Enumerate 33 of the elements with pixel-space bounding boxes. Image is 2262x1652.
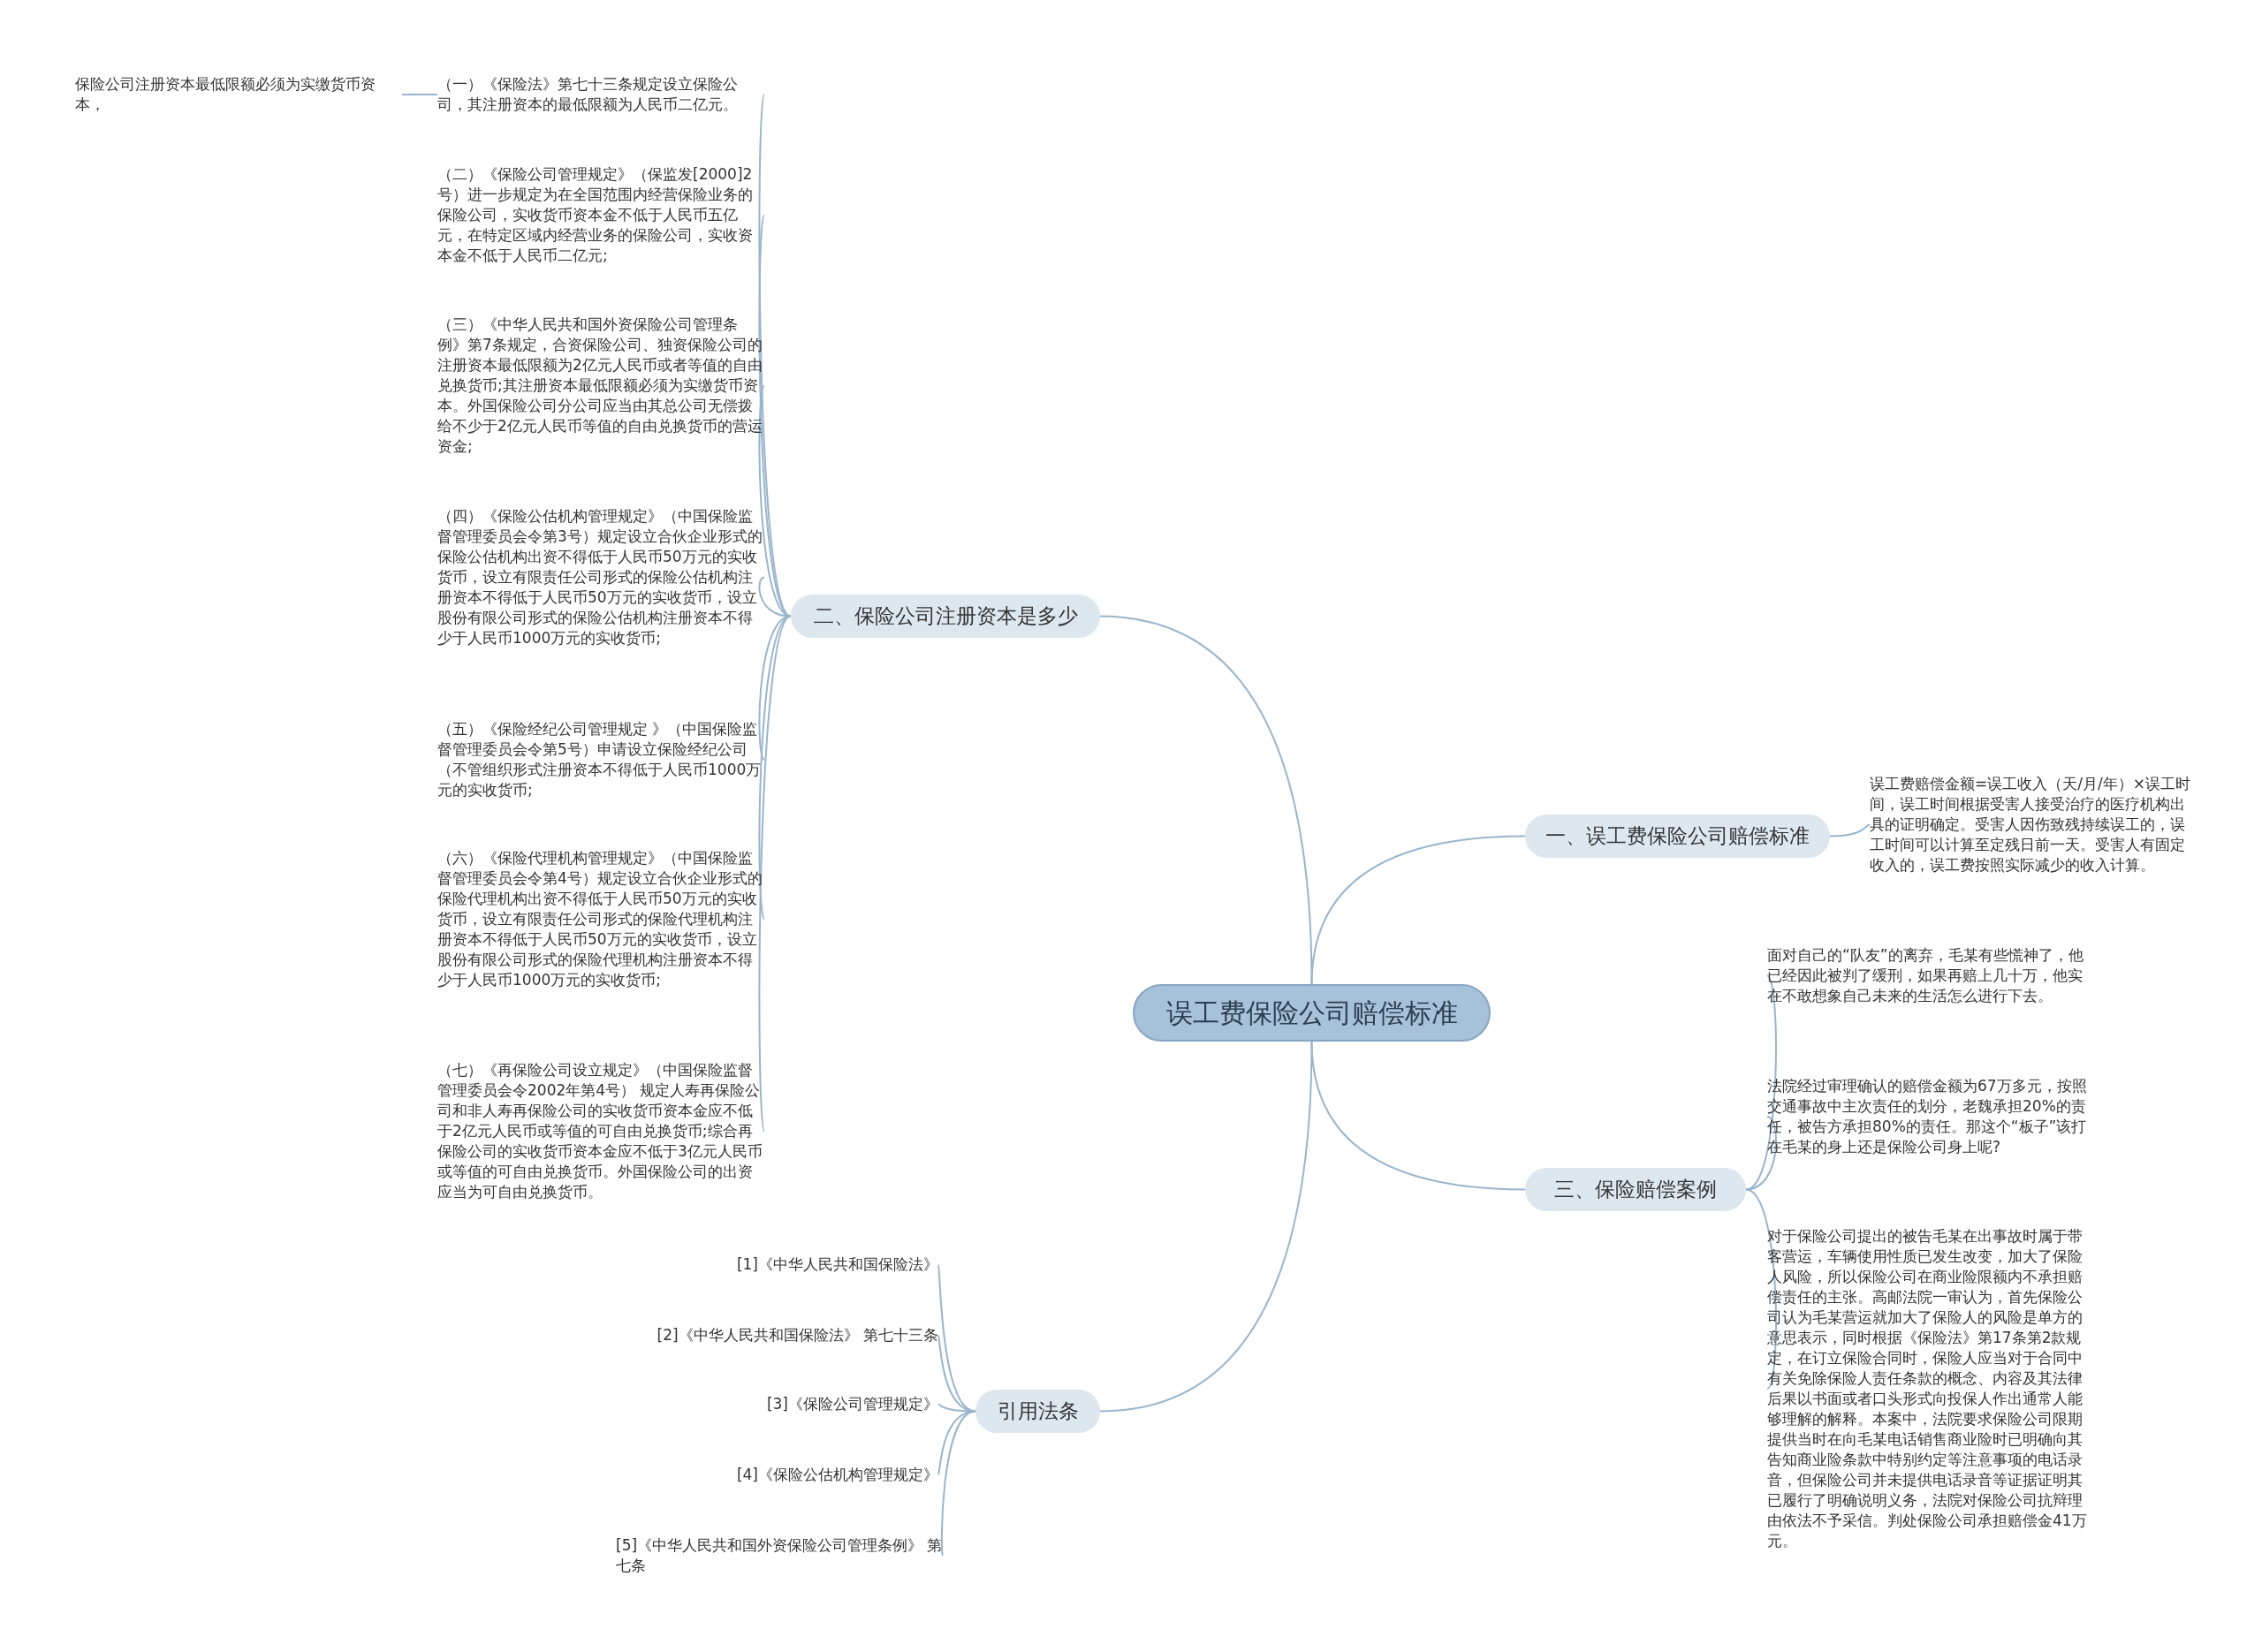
note-text: （七）《再保险公司设立规定》（中国保险监督管理委员会令2002年第4号） 规定人寿再保险公司和非人寿再保险公司的实收货币资本金应不低于2亿元人民币或等值的可自由兑换货币;综合再保险公司的实收货币资本金应不低于3亿元人民币或等值的可自由兑换货币。外国保险公司的出资应当为可自由兑换货币。 bbox=[437, 1060, 764, 1202]
note-text: （五）《保险经纪公司管理规定 》（中国保险监督管理委员会令第5号）申请设立保险经纪公司（不管组织形式注册资本不得低于人民币1000万元的实收货币; bbox=[437, 719, 764, 800]
note-text: [5]《中华人民共和国外资保险公司管理条例》 第七条 bbox=[616, 1535, 943, 1576]
note-text: 误工费赔偿金额=误工收入（天/月/年）×误工时间，误工时间根据受害人接受治疗的医疗机构出具的证明确定。受害人因伤致残持续误工的，误工时间可以计算至定残日前一天。受害人有固定收入的，误工费按照实际减少的收入计算。 bbox=[1870, 774, 2197, 875]
connector-line bbox=[1745, 1116, 1777, 1191]
branch-topic: 三、保险赔偿案例 bbox=[1525, 1168, 1746, 1211]
note-text: （二）《保险公司管理规定》（保监发[2000]2号）进一步规定为在全国范围内经营保险业务的保险公司，实收货币资本金不低于人民币五亿元，在特定区域内经营业务的保险公司，实收资本金不低于人民币二亿元; bbox=[437, 164, 764, 266]
connector-line bbox=[937, 1403, 976, 1413]
connector-line bbox=[1310, 1041, 1526, 1191]
note-text: 保险公司注册资本最低限额必须为实缴货币资本， bbox=[75, 74, 402, 115]
branch-topic: 引用法条 bbox=[975, 1390, 1100, 1433]
connector-line bbox=[1099, 615, 1313, 985]
connector-line bbox=[1829, 823, 1871, 837]
reference-text: [4]《保险公估机构管理规定》 bbox=[736, 1465, 938, 1485]
branch-topic: 一、误工费保险公司赔偿标准 bbox=[1525, 815, 1830, 858]
connector-line bbox=[401, 94, 438, 95]
note-text: （六）《保险代理机构管理规定》（中国保险监督管理委员会令第4号）规定设立合伙企业形式的保险代理机构出资不得低于人民币50万元的实收货币，设立有限责任公司形式的保险代理机构注册资本不得低于人民币50万元的实收货币，设立股份有限公司形式的保险代理机构注册资本不得少于人民币1000万元的实收货币; bbox=[437, 848, 764, 990]
connector-line bbox=[1310, 835, 1526, 985]
reference-text: [2]《中华人民共和国保险法》 第七十三条 bbox=[657, 1325, 938, 1345]
connector-line bbox=[758, 615, 792, 1133]
note-text: （一）《保险法》第七十三条规定设立保险公司，其注册资本的最低限额为人民币二亿元。 bbox=[437, 74, 764, 115]
reference-text: [1]《中华人民共和国保险法》 bbox=[736, 1254, 938, 1275]
note-text: （四）《保险公估机构管理规定》（中国保险监督管理委员会令第3号）规定设立合伙企业形式的保险公估机构出资不得低于人民币50万元的实收货币，设立有限责任公司形式的保险公估机构注册资本不得低于人民币50万元的实收货币，设立股份有限公司形式的保险公估机构注册资本不得少于人民币1000万元的实收货币; bbox=[437, 506, 764, 648]
reference-text: [3]《保险公司管理规定》 bbox=[766, 1394, 938, 1414]
branch-topic: 二、保险公司注册资本是多少 bbox=[791, 595, 1100, 638]
note-text: （三）《中华人民共和国外资保险公司管理条例》第7条规定，合资保险公司、独资保险公司的注册资本最低限额为2亿元人民币或者等值的自由兑换货币;其注册资本最低限额必须为实缴货币资本。外国保险公司分公司应当由其总公司无偿拨给不少于2亿元人民币等值的自由兑换货币的营运资金; bbox=[437, 314, 764, 457]
central-topic: 误工费保险公司赔偿标准 bbox=[1133, 984, 1491, 1042]
connector-line bbox=[940, 1410, 976, 1557]
note-text: 法院经过审理确认的赔偿金额为67万多元，按照交通事故中主次责任的划分，老魏承担20%的责任，被告方承担80%的责任。那这个“板子”该打在毛某的身上还是保险公司身上呢? bbox=[1767, 1076, 2094, 1157]
connector-line bbox=[1745, 1188, 1777, 1390]
connector-line bbox=[1099, 1041, 1313, 1413]
note-text: 对于保险公司提出的被告毛某在出事故时属于带客营运，车辆使用性质已发生改变，加大了保险人风险，所以保险公司在商业险限额内不承担赔偿责任的主张。高邮法院一审认为，首先保险公司认为毛某营运就加大了保险人的风险是单方的意思表示，同时根据《保险法》第17条第2款规定，在订立保险合同时，保险人应当对于合同中有关免除保险人责任条款的概念、内容及其法律后果以书面或者口头形式向投保人作出通常人能够理解的解释。本案中，法院要求保险公司限期提供当时在向毛某电话销售商业险时已明确向其告知商业险条款中特别约定等注意事项的电话录音，但保险公司并未提供电话录音等证据证明其已履行了明确说明义务，法院对保险公司抗辩理由依法不予采信。判处保险公司承担赔偿金41万元。 bbox=[1767, 1226, 2094, 1551]
note-text: 面对自己的“队友”的离弃，毛某有些慌神了，他已经因此被判了缓刑，如果再赔上几十万，他实在不敢想象自己未来的生活怎么进行下去。 bbox=[1767, 945, 2094, 1006]
